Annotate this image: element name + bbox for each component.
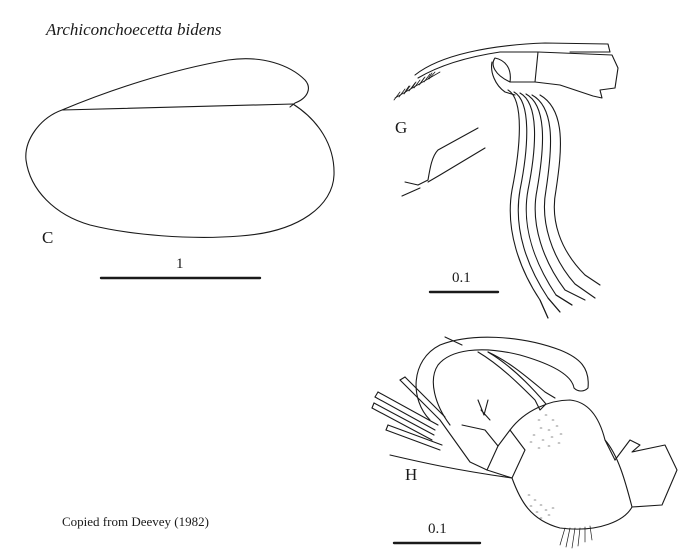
- panel-label-h: H: [405, 465, 418, 484]
- appendage-drawing-h: [371, 336, 678, 549]
- panel-label-c: C: [42, 228, 54, 247]
- scale-label-c: 1: [176, 256, 184, 272]
- panel-label-g: G: [395, 118, 408, 137]
- appendage-drawing-g: [393, 42, 619, 319]
- scale-label-h: 0.1: [428, 521, 447, 537]
- carapace-drawing-c: [25, 58, 335, 238]
- figure-caption: Copied from Deevey (1982): [62, 514, 209, 529]
- figure-title: Archiconchoecetta bidens: [46, 20, 222, 39]
- scale-label-g: 0.1: [452, 270, 471, 286]
